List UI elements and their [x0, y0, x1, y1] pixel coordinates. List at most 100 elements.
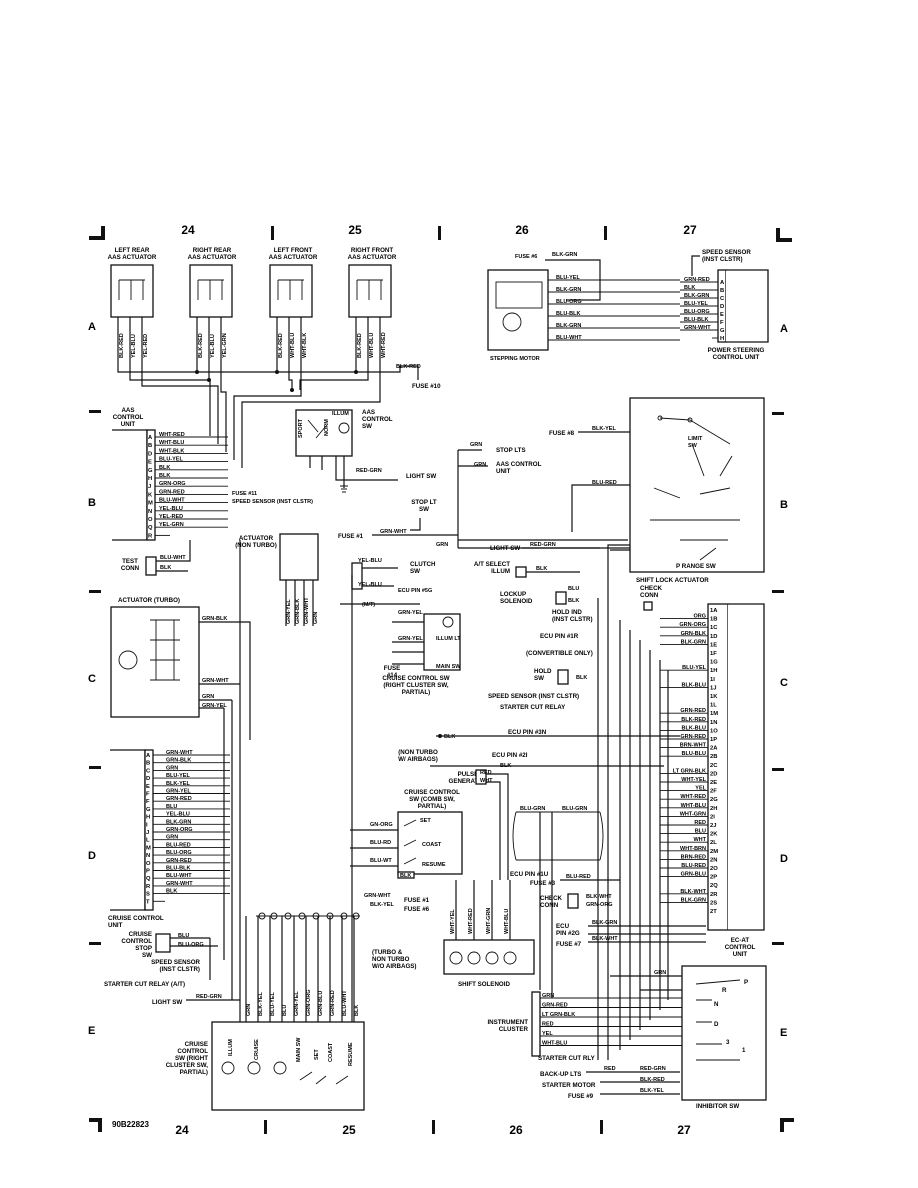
- ecat-pin-wire-label: WHT-GRN: [680, 811, 706, 817]
- instrument-wire-label: GRN-RED: [542, 1003, 568, 1009]
- wire-label: BLK: [400, 873, 411, 879]
- ecat-pin-wire-label: RED: [694, 820, 706, 826]
- ecat-pin-label: 2F: [710, 789, 717, 795]
- aas-pin-wire-label: GRN-RED: [159, 489, 185, 495]
- aas-pin-wire-label: WHT-BLK: [159, 448, 184, 454]
- light-sw-b-ref: LIGHT SW: [490, 545, 520, 552]
- ecat-pin-wire-label: BRN-RED: [681, 854, 706, 860]
- cruise-pin-letter: G: [146, 807, 151, 813]
- actuator-turbo: ACTUATOR (TURBO) GRN-BLK GRN-WHT GRN GRN…: [110, 597, 251, 740]
- ecat-pin-wire-label: GRN-RED: [680, 734, 706, 740]
- right-rear-actuator: [189, 264, 233, 318]
- wire-label: BLK-RED: [396, 364, 421, 370]
- inhibitor-sw-label: INHIBITOR SW: [696, 1103, 739, 1110]
- ecat-pin-wire-label: BLU-BLU: [682, 751, 706, 757]
- cruise-pin-wire-label: GRN: [166, 765, 178, 771]
- ps-pin-letter: G: [720, 328, 725, 334]
- ecat-pin-label: 2R: [710, 892, 718, 898]
- wire-label: BLU-GRN: [562, 806, 587, 812]
- cruise-sw-wire-label: BLK-YEL: [258, 992, 264, 1016]
- wire-label: BLK: [536, 566, 547, 572]
- stepping-wire-label: BLU-YEL: [556, 275, 580, 281]
- cruise-pin-wire-label: BLU-BLK: [166, 866, 190, 872]
- cruise-pin-wire-label: GRN-WHT: [166, 750, 193, 756]
- col-label: 26: [509, 1123, 523, 1137]
- wire-label: GRN-YEL: [202, 703, 227, 709]
- ecat-pin-wire-label: GRN-BLU: [681, 872, 706, 878]
- cruise-pin-wire-label: GRN-ORG: [166, 827, 193, 833]
- ecat-pin-label: 1F: [710, 651, 717, 657]
- cruise-pin-wire-label: GRN-WHT: [166, 881, 193, 887]
- starter-cut-relay-ref: STARTER CUT RELAY: [500, 704, 566, 711]
- coast-v-label: COAST: [328, 1042, 334, 1062]
- ecat-pin-label: 2K: [710, 832, 718, 838]
- wire-label: GRN: [470, 442, 482, 448]
- aas-pin-wire-label: YEL-GRN: [159, 522, 184, 528]
- cruise-pin-letter: Q: [146, 876, 151, 882]
- ps-pin-wire-label: BLK: [684, 285, 695, 291]
- aas-pin-letter: Q: [148, 525, 153, 531]
- row-label: B: [88, 497, 96, 509]
- wire-label: BLK-GRN: [592, 920, 617, 926]
- shift-lock-actuator-label: SHIFT LOCK ACTUATOR: [636, 577, 709, 584]
- col-label: 25: [342, 1123, 356, 1137]
- cruise-pin-letter: A: [146, 753, 151, 759]
- actuator-wire-label: GRN-WHT: [304, 597, 310, 624]
- main-sw-label: MAIN SW: [436, 664, 461, 670]
- ecat-pin-label: 1O: [710, 728, 718, 734]
- ecat-pin-wire-label: WHT-BRN: [680, 846, 706, 852]
- cruise-pin-letter: R: [146, 884, 151, 890]
- ps-pin-letter: A: [720, 280, 725, 286]
- actuator-wire-label: WHT-RED: [381, 332, 387, 358]
- ecat-pin-wire-label: BRN-WHT: [680, 743, 707, 749]
- wire-label: BLK-RED: [640, 1077, 665, 1083]
- ecat-pin-label: 2C: [710, 763, 718, 769]
- solenoid-wire-label: WHT-RED: [468, 908, 474, 934]
- aas-pin-letter: A: [148, 435, 153, 441]
- actuator-wire-label: BLK-RED: [119, 333, 125, 358]
- hold-ind-ref: HOLD IND(INST CLSTR): [552, 609, 593, 623]
- ecat-pin-wire-label: BLK-GRN: [681, 639, 706, 645]
- aas-pin-wire-label: BLK: [159, 473, 170, 479]
- ps-pin-letter: H: [720, 336, 724, 342]
- wire-label: BLU: [568, 586, 579, 592]
- wire-label: GRN-YEL: [398, 636, 423, 642]
- col-label: 24: [181, 223, 195, 237]
- inhibitor-position: R: [722, 987, 727, 994]
- cruise-pin-letter: F: [146, 799, 150, 805]
- light-sw-ref: LIGHT SW: [406, 473, 436, 480]
- cruise-pin-wire-label: BLU-ORG: [166, 850, 192, 856]
- cruise-pin-wire-label: GRN-RED: [166, 858, 192, 864]
- light-sw-e-ref: LIGHT SW: [152, 999, 182, 1006]
- wire-label: BLK-GRN: [552, 252, 577, 258]
- instrument-wire-label: WHT-BLU: [542, 1041, 567, 1047]
- ecat-pin-wire-label: BLK-WHT: [680, 889, 706, 895]
- stepping-wire-label: BLU-ORG: [556, 299, 582, 305]
- actuator-wire-label: BLK-RED: [198, 333, 204, 358]
- wire-label: BLU-ORG: [178, 942, 204, 948]
- power-steering-control-unit: AGRN-REDBBLKCBLK-GRNDBLU-YELEBLU-ORGFBLU…: [680, 249, 769, 361]
- ecat-pin-label: 1A: [710, 608, 718, 614]
- wire-label: BLU-GRN: [520, 806, 545, 812]
- row-label: A: [780, 323, 788, 335]
- speed-sensor-c-ref: SPEED SENSOR (INST CLSTR): [488, 693, 579, 700]
- cruise-pin-letter: D: [146, 776, 150, 782]
- p-range-sw-label: P RANGE SW: [676, 563, 716, 570]
- cruise-pin-letter: C: [146, 768, 151, 774]
- cruise-pin-wire-label: BLU-RED: [166, 842, 191, 848]
- ecu-pin-1u-ref: ECU PIN #1U: [510, 871, 549, 878]
- illum-lt-label: ILLUM LT: [436, 636, 461, 642]
- solenoid-wire-label: WHT-YEL: [450, 909, 456, 934]
- inhibitor-position: N: [714, 1001, 719, 1008]
- backup-lts-ref: BACK-UP LTS: [540, 1071, 581, 1078]
